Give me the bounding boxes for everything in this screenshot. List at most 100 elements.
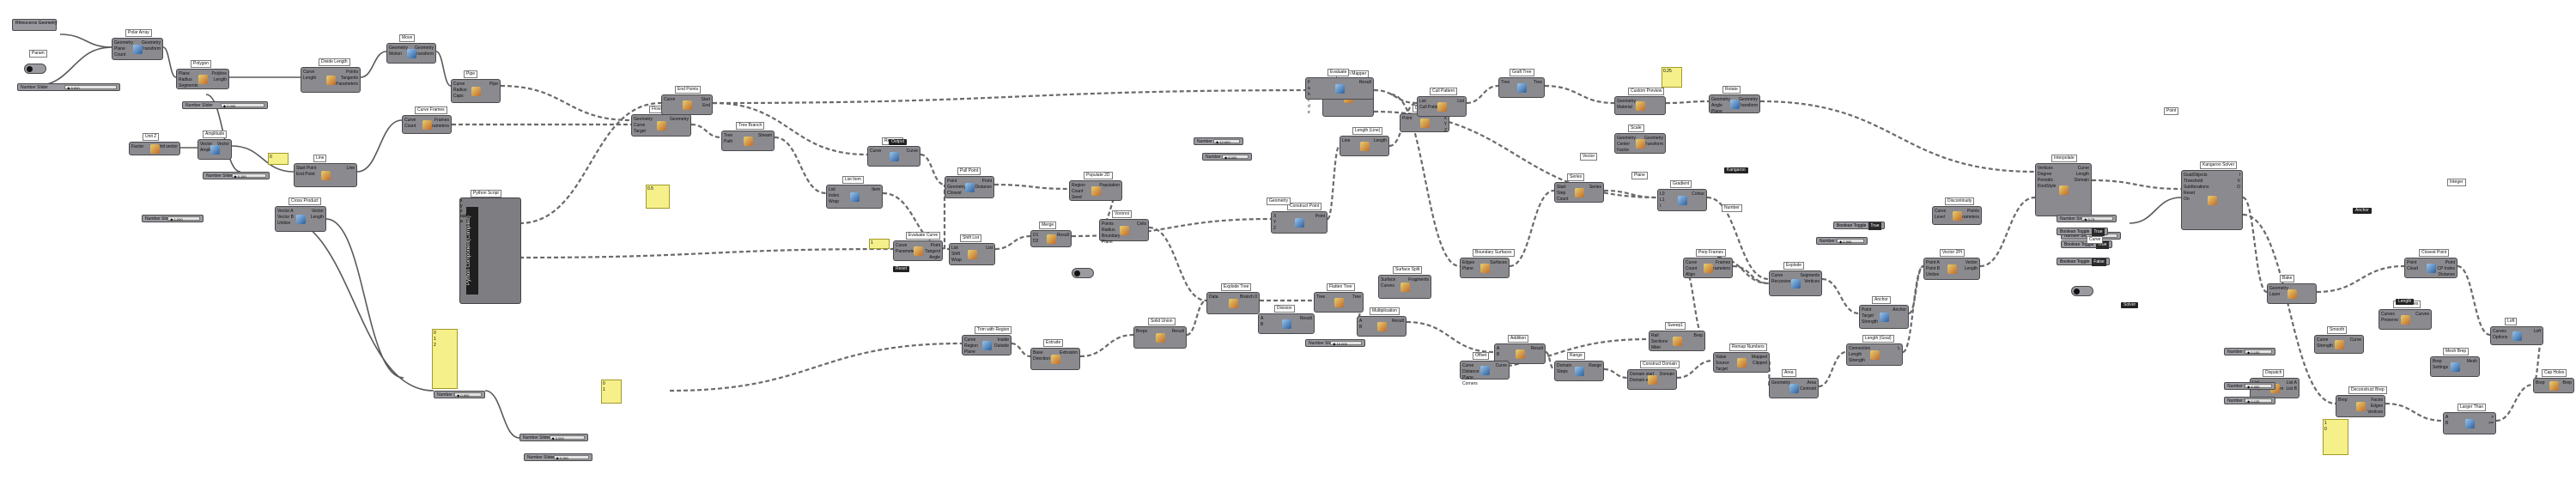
input-port-label[interactable]: Geometry [114, 40, 133, 46]
boolean-knob[interactable] [1074, 270, 1080, 276]
slider-track[interactable]: ◆ 5.000 [64, 85, 117, 90]
output-port-label[interactable]: Cells [1136, 222, 1146, 227]
input-port-label[interactable]: B [2445, 421, 2449, 426]
number-slider[interactable]: Number Slider◆ 0.150 [203, 172, 270, 179]
input-port-label[interactable]: Count [404, 124, 416, 129]
output-port-label[interactable]: Pipe [489, 82, 498, 87]
input-port-label[interactable]: Plane [1462, 266, 1473, 271]
output-port-label[interactable]: Transform [414, 52, 434, 57]
slider-track[interactable]: ◆ 10.000 [1330, 341, 1362, 346]
input-port-label[interactable]: Start [1557, 185, 1566, 190]
output-port-label[interactable]: Result [1056, 233, 1069, 238]
input-port-label[interactable]: Point [1402, 116, 1413, 121]
output-port-label[interactable]: Point [1315, 214, 1325, 219]
output-port-label[interactable]: Brep [2562, 380, 2572, 386]
input-port-label[interactable]: Connection [1849, 346, 1871, 351]
param-tag[interactable]: Geometry [1267, 197, 1291, 205]
input-port-label[interactable]: Segments [179, 83, 198, 88]
input-port-label[interactable]: Target [1716, 367, 1728, 372]
input-port-label[interactable]: Source [1716, 361, 1729, 366]
input-port-label[interactable]: Wrap [829, 199, 839, 204]
input-port-label[interactable]: Align [1686, 272, 1696, 277]
input-port-label[interactable]: Vertices [2038, 166, 2053, 171]
input-port-label[interactable]: Brep [2338, 398, 2348, 403]
input-port-label[interactable]: Curves [1381, 283, 1394, 289]
input-port-label[interactable]: Count [114, 52, 126, 58]
input-port-label[interactable]: Point [947, 179, 957, 184]
output-port-label[interactable]: Centroid [1800, 386, 1816, 392]
input-port-label[interactable]: c [1308, 98, 1310, 103]
output-port-label[interactable]: Vector [1965, 260, 1978, 265]
output-port-label[interactable]: Inside [997, 337, 1009, 343]
yellow-panel[interactable]: 1 [869, 239, 890, 249]
yellow-panel[interactable]: 0 [268, 153, 289, 165]
input-port-label[interactable]: Vector A [277, 209, 294, 214]
yellow-panel[interactable]: 0.5 [646, 185, 670, 209]
output-port-label[interactable]: Fragments [1408, 277, 1429, 282]
param-tag[interactable]: Vector [1580, 153, 1598, 161]
output-port-label[interactable]: Faces [2371, 398, 2383, 403]
output-port-label[interactable]: Length [1373, 138, 1387, 143]
input-port-label[interactable]: F [1308, 80, 1311, 85]
output-port-label[interactable]: Geometry [1644, 136, 1663, 141]
input-port-label[interactable]: Plane [1102, 240, 1113, 245]
input-port-label[interactable]: Geometry [1711, 97, 1730, 102]
output-port-label[interactable]: Tree [1533, 80, 1542, 85]
output-port-label[interactable]: Line [346, 166, 355, 171]
slider-track[interactable]: ◆ 0.150 [231, 173, 266, 179]
output-port-label[interactable]: Tangents [340, 76, 358, 81]
input-port-label[interactable]: L1 [1660, 197, 1665, 203]
slider-track[interactable]: ◆ 12.000 [1213, 139, 1240, 144]
python-input-label[interactable]: x [460, 198, 463, 203]
output-port-label[interactable]: Curves [2415, 312, 2429, 317]
input-port-label[interactable]: Points [1102, 222, 1114, 227]
input-port-label[interactable]: Brep [2433, 359, 2442, 364]
output-port-label[interactable]: Length [1964, 266, 1978, 271]
output-port-label[interactable]: Loft [2533, 329, 2541, 334]
input-port-label[interactable]: Curve [870, 149, 882, 154]
output-port-label[interactable]: Point [930, 243, 940, 248]
input-port-label[interactable]: Geometry [1617, 99, 1636, 104]
output-port-label[interactable]: Length [2075, 172, 2089, 177]
input-port-label[interactable]: b [1308, 92, 1310, 97]
input-port-label[interactable]: SubIterations [2184, 185, 2209, 190]
input-port-label[interactable]: Curve [634, 123, 646, 128]
output-port-label[interactable]: Y [1443, 122, 1447, 127]
output-port-label[interactable]: Vertices [1804, 279, 1820, 284]
output-port-label[interactable]: Transform [1643, 142, 1663, 147]
input-port-label[interactable]: Unitize [277, 221, 291, 226]
output-port-label[interactable]: Polyline [211, 71, 227, 76]
output-port-label[interactable]: Branch 0 [1239, 295, 1257, 300]
output-port-label[interactable]: Frames [434, 118, 449, 123]
output-port-label[interactable]: Result [1530, 346, 1543, 351]
input-port-label[interactable]: Target [1862, 313, 1874, 319]
input-port-label[interactable]: Miter [1651, 345, 1662, 350]
output-port-label[interactable]: Vector [216, 142, 229, 147]
output-port-label[interactable]: List A [2286, 380, 2297, 386]
yellow-panel[interactable]: 0 1 [601, 380, 622, 404]
input-port-label[interactable]: Vector B [277, 215, 294, 220]
input-port-label[interactable]: Parameter [896, 249, 916, 254]
toggle-value[interactable]: True [1868, 222, 1881, 230]
boolean-knob[interactable] [27, 66, 33, 72]
input-port-label[interactable]: Surface [1381, 277, 1396, 282]
input-port-label[interactable]: Brep [2536, 380, 2545, 386]
